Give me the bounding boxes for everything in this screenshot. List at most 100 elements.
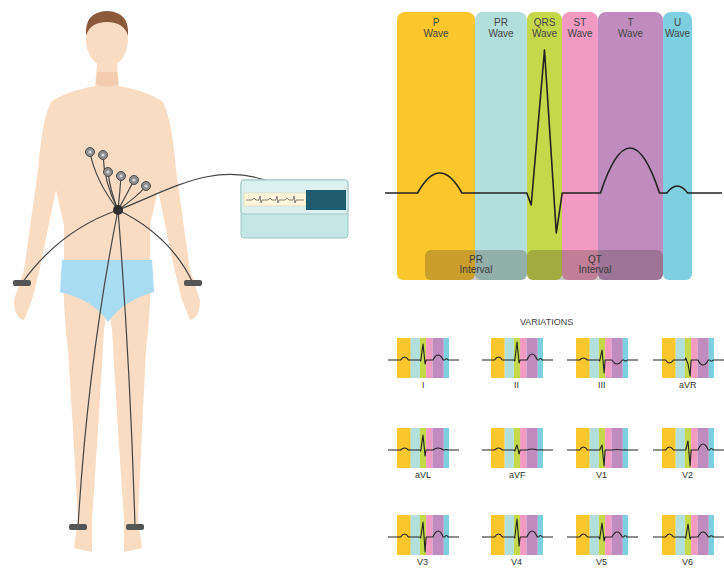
mini-band — [426, 515, 432, 555]
lead-thumbnail — [653, 428, 724, 468]
mini-band — [662, 515, 676, 555]
mini-band — [444, 428, 449, 468]
mini-trace — [388, 522, 459, 552]
section-heading: VARIATIONS — [520, 318, 573, 327]
mini-band — [590, 428, 599, 468]
mini-band — [691, 428, 697, 468]
mini-band — [590, 338, 599, 378]
ecg-machine — [241, 180, 348, 238]
lead-name: V4 — [511, 558, 522, 567]
lead-wires — [22, 152, 270, 527]
mini-band — [605, 428, 611, 468]
wire-hub — [113, 205, 123, 215]
mini-trace — [482, 342, 553, 363]
mini-band — [520, 338, 526, 378]
interval-bar: PR Interval — [425, 250, 527, 280]
mini-band — [397, 338, 411, 378]
mini-trace — [653, 358, 724, 376]
mini-band — [505, 338, 514, 378]
mini-band — [444, 338, 449, 378]
lead-name: V6 — [682, 558, 693, 567]
lead-thumbnail — [482, 515, 553, 555]
wave-name: PR Wave — [488, 12, 513, 39]
lead-thumbnail — [388, 428, 459, 468]
lead-name: I — [422, 381, 425, 390]
mini-band — [411, 515, 420, 555]
mini-band — [676, 338, 685, 378]
mini-band — [709, 515, 714, 555]
mini-band — [520, 428, 526, 468]
mini-trace — [388, 344, 459, 364]
mini-band — [590, 515, 599, 555]
wave-name: ST Wave — [567, 12, 592, 39]
mini-band — [411, 338, 420, 378]
limb-electrodes — [13, 280, 202, 530]
mini-band — [623, 428, 628, 468]
chest-electrodes — [86, 148, 151, 191]
mini-trace — [388, 435, 459, 456]
interval-bar: QT Interval — [527, 250, 663, 280]
wave-band: PR Wave — [475, 12, 527, 280]
mini-band — [709, 338, 714, 378]
lead-thumbnail — [653, 338, 724, 378]
lead-thumbnail — [482, 338, 553, 378]
lead-name: V2 — [682, 471, 693, 480]
lead-name: V1 — [596, 471, 607, 480]
body-silhouette — [14, 64, 200, 552]
ecg-trace — [385, 50, 722, 233]
interval-name: QT Interval — [579, 255, 612, 276]
wave-band: P Wave — [397, 12, 475, 280]
mini-trace — [567, 523, 638, 541]
mini-band — [514, 428, 520, 468]
mini-band — [397, 515, 411, 555]
mini-band — [676, 515, 685, 555]
mini-band — [538, 428, 543, 468]
mini-band — [505, 515, 514, 555]
hair — [86, 11, 128, 36]
wave-band: U Wave — [663, 12, 692, 280]
wave-name: U Wave — [665, 12, 690, 39]
wave-band: ST Wave — [562, 12, 598, 280]
lead-name: aVR — [679, 381, 697, 390]
mini-band — [605, 338, 611, 378]
mini-band — [662, 428, 676, 468]
mini-band — [505, 428, 514, 468]
mini-band — [576, 515, 590, 555]
mini-trace — [482, 445, 553, 454]
mini-band — [520, 515, 526, 555]
lead-name: V5 — [596, 558, 607, 567]
lead-thumbnail — [388, 515, 459, 555]
body-shading — [96, 72, 118, 87]
mini-band — [697, 338, 708, 378]
lead-name: II — [514, 381, 519, 390]
lead-name: aVL — [415, 471, 431, 480]
mini-band — [662, 338, 676, 378]
mini-band — [576, 428, 590, 468]
mini-band — [691, 338, 697, 378]
mini-trace — [653, 524, 724, 539]
mini-trace — [653, 441, 724, 466]
lead-thumbnail — [482, 428, 553, 468]
mini-band — [691, 515, 697, 555]
mini-band — [411, 428, 420, 468]
wave-name: QRS Wave — [532, 12, 557, 39]
mini-band — [605, 515, 611, 555]
lead-thumbnail — [567, 515, 638, 555]
lead-name: V3 — [417, 558, 428, 567]
mini-band — [623, 338, 628, 378]
lead-thumbnail — [388, 338, 459, 378]
lead-thumbnail — [653, 515, 724, 555]
mini-band — [426, 428, 432, 468]
mini-band — [526, 428, 537, 468]
mini-band — [491, 338, 505, 378]
lead-name: III — [598, 381, 606, 390]
wave-name: T Wave — [618, 12, 643, 39]
mini-band — [611, 428, 622, 468]
lead-name: aVF — [509, 471, 526, 480]
mini-band — [676, 428, 685, 468]
mini-band — [623, 515, 628, 555]
mini-trace — [567, 350, 638, 373]
